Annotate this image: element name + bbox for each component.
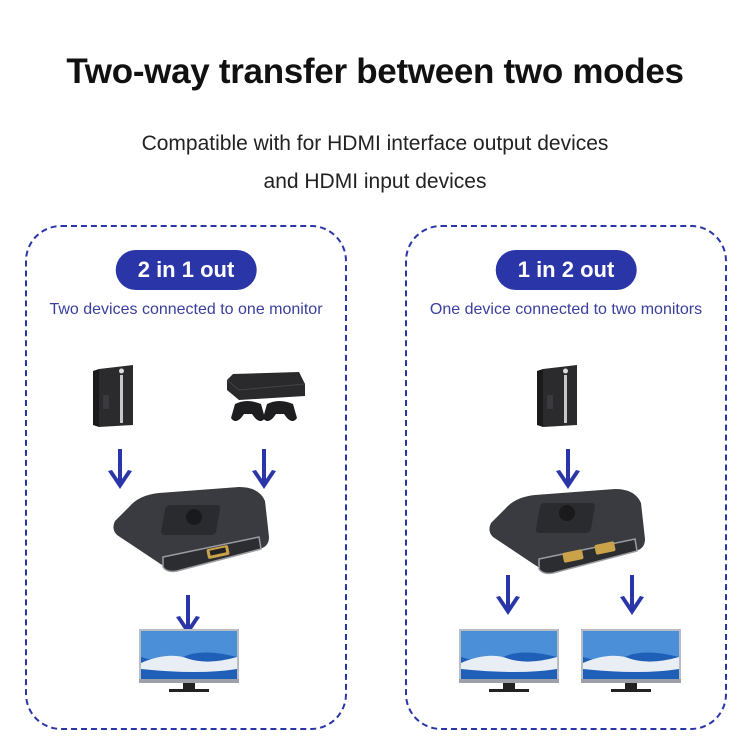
monitor-icon: [581, 629, 681, 695]
mode-badge: 1 in 2 out: [495, 250, 637, 290]
arrow-down-icon: [555, 449, 581, 491]
hdmi-switch-icon: [109, 487, 269, 587]
subtitle-line-2: and HDMI input devices: [263, 170, 487, 193]
monitor-icon: [459, 629, 559, 695]
mode-panel-2in1out: 2 in 1 out Two devices connected to one …: [25, 225, 347, 730]
monitor-icon: [139, 629, 239, 695]
subtitle-line-1: Compatible with for HDMI interface outpu…: [141, 132, 609, 155]
arrow-down-icon: [495, 575, 521, 617]
mode-badge: 2 in 1 out: [115, 250, 257, 290]
mode-description: One device connected to two monitors: [429, 301, 703, 318]
arrow-down-icon: [619, 575, 645, 617]
mode-description: Two devices connected to one monitor: [49, 301, 323, 318]
hdmi-switch-icon: [485, 489, 645, 589]
arrow-down-icon: [107, 449, 133, 491]
arrow-down-icon: [251, 449, 277, 491]
mode-panel-1in2out: 1 in 2 out One device connected to two m…: [405, 225, 727, 730]
page-title: Two-way transfer between two modes: [66, 52, 684, 91]
pc-tower-icon: [93, 365, 139, 427]
pc-tower-icon: [537, 365, 583, 427]
game-console-icon: [225, 370, 305, 428]
